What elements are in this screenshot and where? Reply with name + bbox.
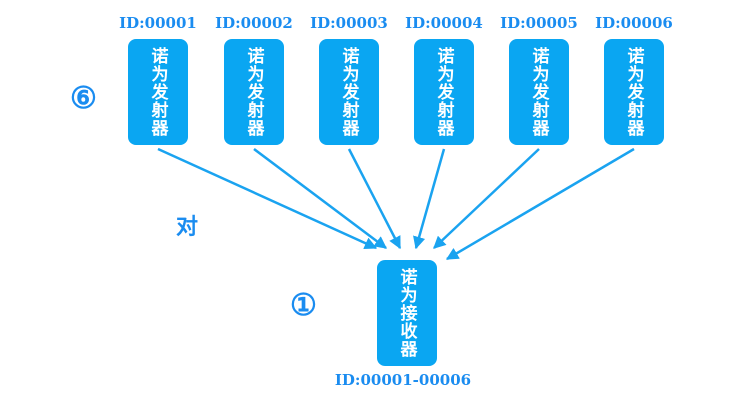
transmitter-box: 诺为发射器: [509, 39, 569, 145]
arrow-tx6: [445, 147, 635, 261]
transmitter-box: 诺为发射器: [604, 39, 664, 145]
arrow-tx3: [347, 148, 402, 250]
arrow-tx5: [433, 148, 540, 249]
transmitter-box: 诺为发射器: [224, 39, 284, 145]
transmitter-id-label: ID:00002: [215, 14, 293, 32]
receiver-id-label: ID:00001-00006: [334, 371, 472, 389]
transmitter-id-label: ID:00001: [119, 14, 197, 32]
transmitter-id-label: ID:00006: [595, 14, 673, 32]
receiver-box: 诺为接收器: [377, 260, 437, 366]
arrow-tx1: [157, 147, 378, 250]
relation-label: 对: [176, 214, 199, 240]
transmitter-box: 诺为发射器: [414, 39, 474, 145]
receiver-count-badge: ①: [290, 288, 317, 323]
arrow-tx4: [413, 148, 446, 250]
arrow-tx2: [253, 148, 387, 249]
transmitter-box: 诺为发射器: [319, 39, 379, 145]
transmitter-id-label: ID:00004: [405, 14, 483, 32]
transmitter-id-label: ID:00005: [500, 14, 578, 32]
transmitter-count-badge: ⑥: [70, 81, 97, 116]
transmitter-id-label: ID:00003: [310, 14, 388, 32]
transmitter-box: 诺为发射器: [128, 39, 188, 145]
